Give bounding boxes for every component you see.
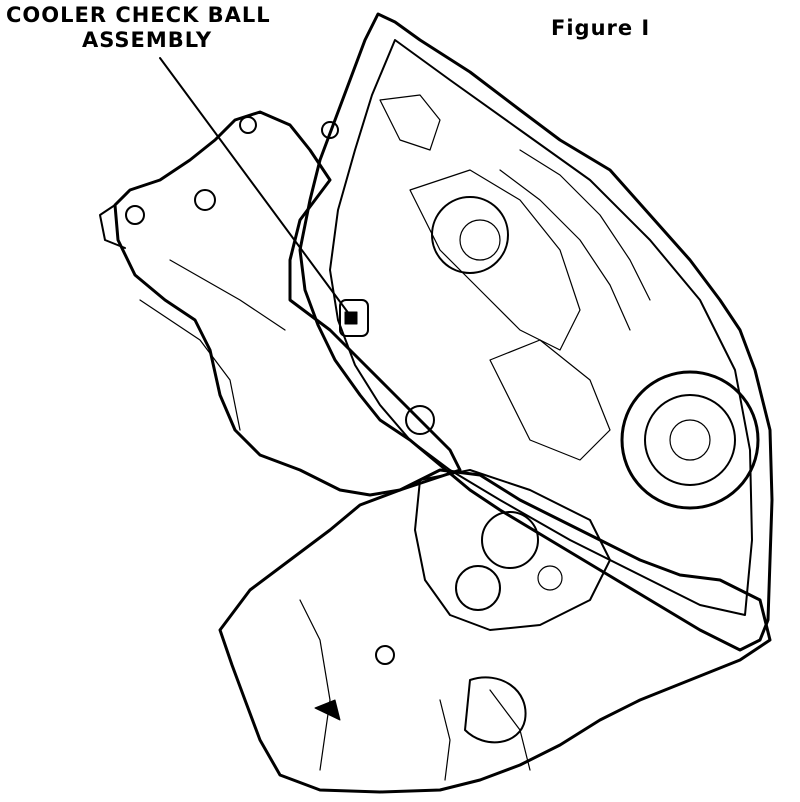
cooler-check-ball-fitting bbox=[339, 299, 369, 337]
clutch-hub bbox=[669, 419, 711, 461]
lower-fitting bbox=[405, 405, 435, 435]
differential-boss bbox=[464, 676, 527, 744]
valve-spool-row bbox=[519, 149, 651, 301]
clutch-drum bbox=[620, 370, 760, 510]
pump-bore-2 bbox=[455, 565, 501, 611]
case-bolt-4 bbox=[321, 121, 339, 139]
valve-body-inner-rim bbox=[329, 39, 753, 616]
valve-spool-row-2 bbox=[499, 169, 631, 331]
case-rib bbox=[139, 299, 241, 431]
lower-case-outline bbox=[218, 468, 772, 794]
lower-rib-1 bbox=[299, 599, 331, 771]
pump-bore-1 bbox=[481, 511, 539, 569]
figure-title: Figure I bbox=[551, 16, 651, 40]
accumulator-piston-inner bbox=[459, 219, 501, 261]
case-bolt-2 bbox=[194, 189, 216, 211]
case-bolt-1 bbox=[125, 205, 145, 225]
pump-bore-3 bbox=[537, 565, 563, 591]
valve-body-outline bbox=[298, 12, 774, 652]
valve-passages-3 bbox=[489, 339, 611, 461]
case-bolt-3 bbox=[239, 116, 257, 134]
pan-bolt-1 bbox=[375, 645, 395, 665]
transmission-case-left bbox=[113, 110, 462, 497]
callout-label-line-1: COOLER CHECK BALL bbox=[6, 3, 271, 27]
callout-leader-line bbox=[159, 57, 353, 319]
case-rib-2 bbox=[169, 259, 286, 331]
cooler-check-ball-insert bbox=[344, 311, 358, 325]
valve-passages-1 bbox=[379, 94, 441, 151]
callout-label-line-2: ASSEMBLY bbox=[82, 28, 213, 52]
clutch-drum-inner bbox=[644, 394, 736, 486]
valve-passages-2 bbox=[409, 169, 581, 351]
case-boss-1 bbox=[99, 204, 126, 249]
lower-rib-2 bbox=[439, 699, 451, 781]
gasket-face bbox=[414, 469, 611, 631]
accumulator-piston bbox=[431, 196, 509, 274]
